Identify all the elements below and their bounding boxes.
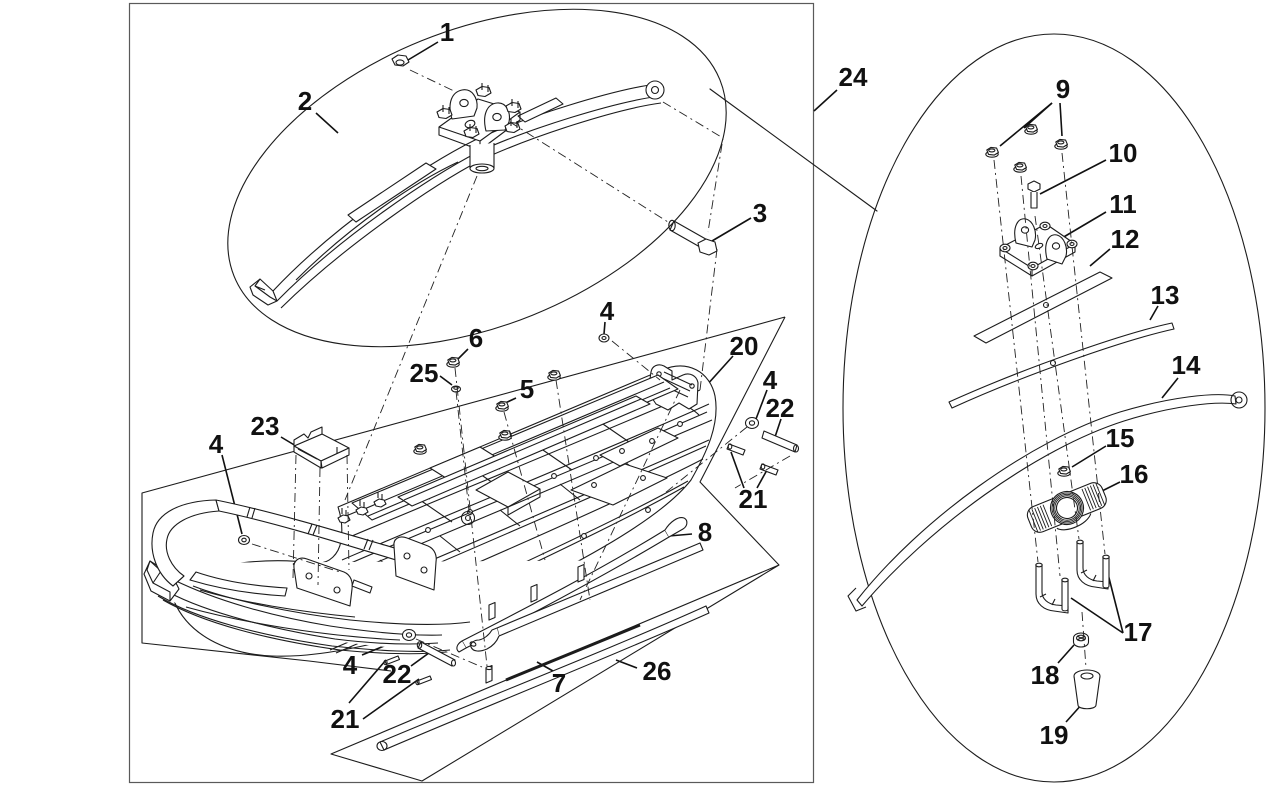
svg-text:19: 19 [1040,720,1069,750]
svg-text:4: 4 [343,650,358,680]
svg-text:2: 2 [298,86,312,116]
svg-text:11: 11 [1109,189,1137,219]
svg-text:7: 7 [552,668,566,698]
svg-text:12: 12 [1111,224,1140,254]
svg-text:4: 4 [600,296,615,326]
svg-text:4: 4 [763,365,778,395]
svg-text:18: 18 [1031,660,1060,690]
svg-text:21: 21 [739,484,768,514]
svg-text:3: 3 [753,198,767,228]
svg-text:10: 10 [1109,138,1138,168]
svg-text:14: 14 [1172,350,1201,380]
svg-text:15: 15 [1106,423,1135,453]
svg-text:20: 20 [730,331,759,361]
svg-text:22: 22 [383,659,412,689]
svg-text:26: 26 [643,656,672,686]
svg-text:13: 13 [1151,280,1180,310]
svg-text:23: 23 [251,411,280,441]
svg-text:1: 1 [440,17,454,47]
svg-text:21: 21 [331,704,360,734]
svg-text:17: 17 [1124,617,1153,647]
svg-text:5: 5 [520,374,534,404]
svg-text:16: 16 [1120,459,1149,489]
svg-text:9: 9 [1056,74,1070,104]
svg-text:22: 22 [766,393,795,423]
svg-text:25: 25 [410,358,439,388]
svg-text:6: 6 [469,323,483,353]
svg-text:8: 8 [698,517,712,547]
svg-text:24: 24 [839,62,868,92]
svg-text:4: 4 [209,429,224,459]
